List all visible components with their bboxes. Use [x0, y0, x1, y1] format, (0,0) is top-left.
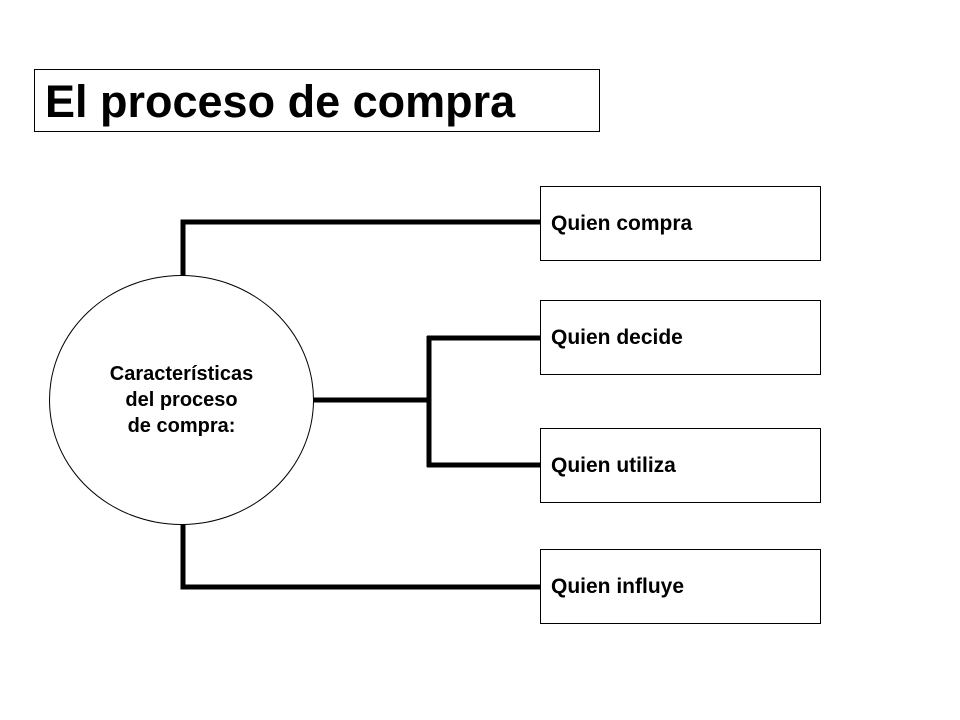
role-box-decide: Quien decide: [540, 300, 821, 375]
title-box: El proceso de compra: [34, 69, 600, 132]
role-box-influye: Quien influye: [540, 549, 821, 624]
connector-influye: [180, 523, 540, 590]
role-label-decide: Quien decide: [551, 325, 683, 349]
role-box-compra: Quien compra: [540, 186, 821, 261]
role-label-utiliza: Quien utiliza: [551, 453, 676, 477]
connector-compra: [180, 219, 540, 277]
center-label: Características del proceso de compra:: [109, 363, 254, 437]
page-title: El proceso de compra: [45, 76, 516, 127]
center-node: Características del proceso de compra:: [49, 275, 314, 525]
role-label-compra: Quien compra: [551, 211, 693, 235]
role-box-utiliza: Quien utiliza: [540, 428, 821, 503]
role-label-influye: Quien influye: [551, 574, 685, 598]
